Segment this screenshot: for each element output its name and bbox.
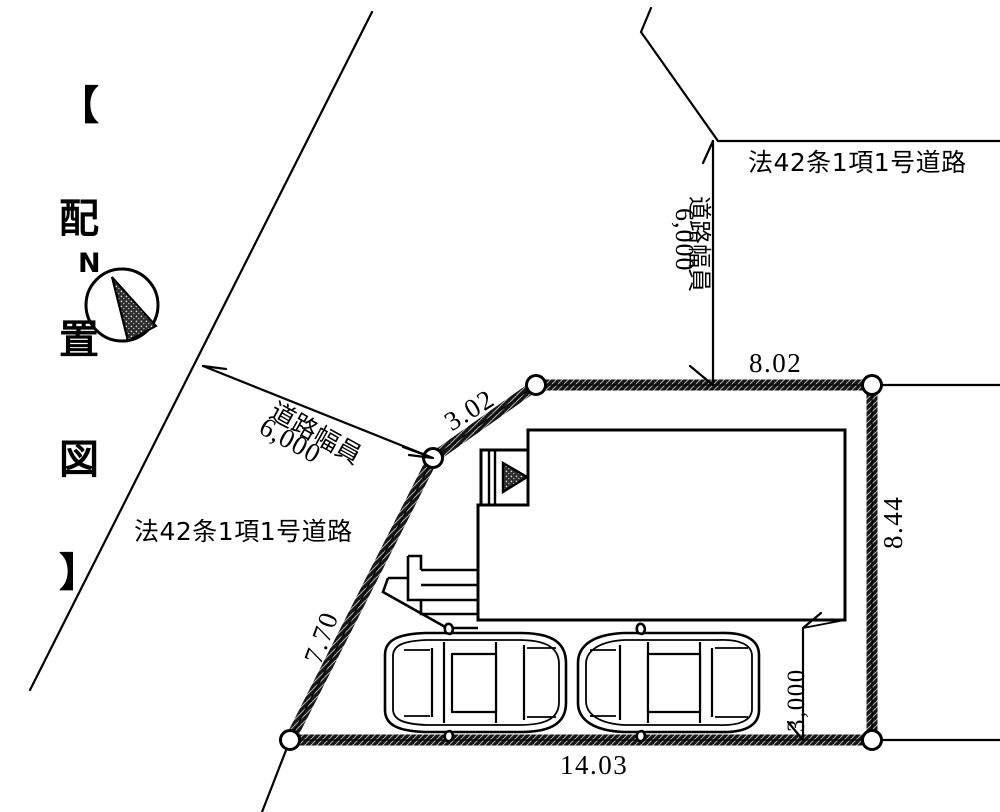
- entrance-arrow-icon: [501, 460, 530, 495]
- vertex-marker-ne: [861, 374, 883, 396]
- dimension-east-edge: 8.44: [878, 495, 908, 549]
- title-char-2: 置: [59, 316, 99, 363]
- car-plan-view: [383, 622, 568, 743]
- stairs-icon: [381, 554, 478, 630]
- page-title: 【 配 置 図 】: [48, 14, 110, 666]
- vertex-marker-sw: [279, 729, 301, 751]
- site-boundary: [281, 379, 878, 746]
- boundary-vertex-markers: [279, 374, 883, 751]
- north-road-width-value: 6,000: [670, 208, 699, 272]
- dimension-south-edge: 14.03: [560, 750, 629, 780]
- dimension-leaders: [201, 139, 846, 742]
- car-plan-view: [576, 622, 761, 743]
- west-road-legal-note: 法42条1項1号道路: [134, 517, 353, 546]
- title-char-3: 図: [59, 437, 99, 484]
- compass-north-label: N: [78, 248, 101, 279]
- title-char-1: 配: [59, 195, 99, 242]
- compass-north-rose: [84, 267, 160, 343]
- road-far-edges: [28, 6, 1000, 692]
- dimension-north-edge: 8.02: [749, 348, 803, 378]
- title-bracket-close: 】: [59, 550, 99, 597]
- building-footprint: [476, 428, 847, 622]
- north-road-legal-note: 法42条1項1号道路: [748, 148, 967, 177]
- entrance-alcove: [479, 448, 530, 507]
- dimension-parking-depth: 3,000: [783, 668, 810, 732]
- vertex-marker-nw: [525, 374, 547, 396]
- title-bracket-open: 【: [59, 83, 99, 129]
- vertex-marker-se: [861, 729, 883, 751]
